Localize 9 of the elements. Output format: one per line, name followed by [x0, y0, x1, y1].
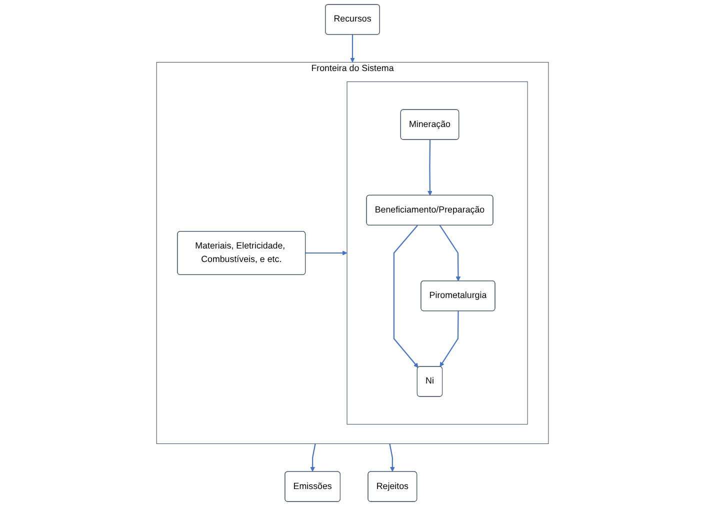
- arrow: [440, 311, 459, 367]
- arrow: [389, 444, 395, 472]
- cluster: [346, 81, 528, 425]
- arrow: [428, 140, 432, 196]
- arrow: [350, 34, 355, 62]
- arrow: [310, 444, 316, 472]
- arrow: [305, 250, 348, 256]
- arrow: [439, 225, 461, 282]
- arrow: [393, 225, 418, 368]
